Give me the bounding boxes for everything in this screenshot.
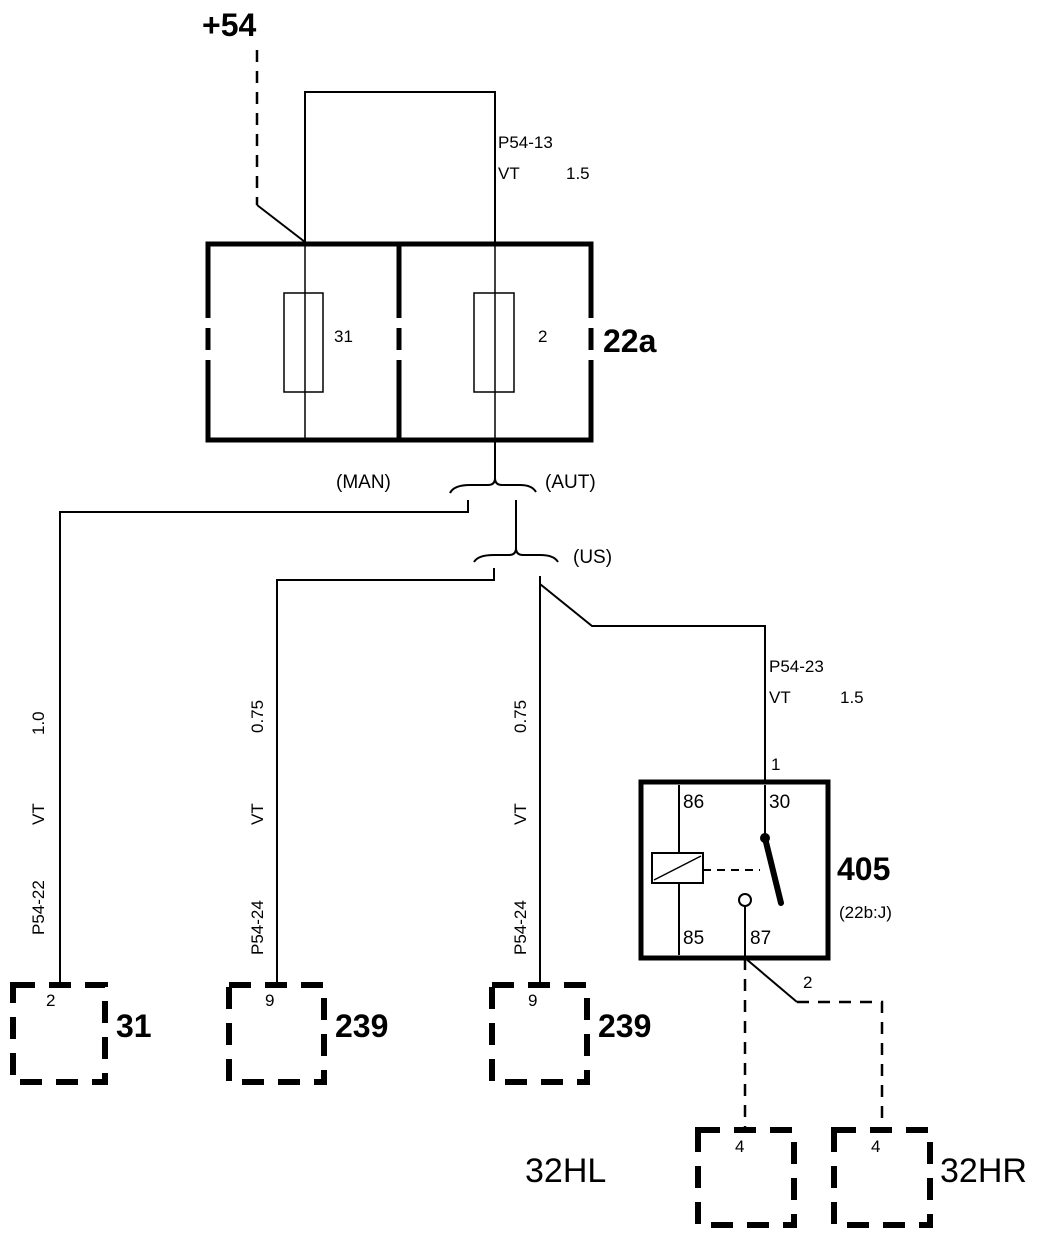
top-wire-size: 1.5 (566, 164, 590, 183)
option-us-label: (US) (573, 547, 612, 568)
connector-239-mid-id: 239 (335, 1008, 388, 1044)
relay-terminal-30: 30 (769, 792, 790, 813)
option-aut-label: (AUT) (545, 472, 596, 493)
fuse-2-number: 2 (538, 327, 547, 346)
option-brace-man-aut (449, 477, 537, 494)
relay-location: (22b:J) (839, 903, 892, 922)
fuse-box-id: 22a (603, 323, 657, 359)
relay-pin-in: 1 (771, 755, 780, 774)
connector-239-mid (226, 982, 327, 1085)
relay-pin-out: 2 (803, 973, 812, 992)
mid-wire-labels: P54-24 VT 0.75 (248, 700, 267, 955)
relay-terminal-86: 86 (683, 792, 704, 813)
left-wire-labels: P54-22 VT 1.0 (29, 711, 48, 935)
connector-32hr-id: 32HR (940, 1152, 1027, 1190)
mid-wire-color: VT (248, 803, 267, 825)
connector-239-right-pin: 9 (528, 991, 537, 1010)
left-wire-color: VT (29, 803, 48, 825)
right-wire-labels: P54-24 VT 0.75 (511, 700, 530, 955)
supply-diagonal-wire (256, 204, 306, 243)
option-man-label: (MAN) (336, 472, 391, 493)
connector-239-mid-pin: 9 (265, 991, 274, 1010)
connector-32hr-pin: 4 (871, 1137, 880, 1156)
connector-31-id: 31 (116, 1008, 152, 1044)
relay-coil-slash (653, 855, 702, 881)
connector-31-pin: 2 (46, 991, 55, 1010)
connector-32hl-id: 32HL (525, 1152, 606, 1190)
relay-switch-arm (762, 835, 784, 906)
relay-wire-code: P54-23 (769, 657, 824, 676)
relay-terminal-87: 87 (750, 928, 771, 949)
mid-wire-code: P54-24 (248, 900, 267, 955)
right-wire-size: 0.75 (511, 700, 530, 733)
connector-32hl (695, 1127, 797, 1228)
fuse-box-22a (205, 241, 594, 443)
connector-239-right-id: 239 (598, 1008, 651, 1044)
left-wire-code: P54-22 (29, 880, 48, 935)
output-32hr-wire (797, 1000, 884, 1130)
top-loop-wire (304, 91, 496, 242)
relay-405-box (638, 779, 831, 961)
connector-32hr (831, 1127, 933, 1228)
top-wire-color: VT (498, 164, 520, 183)
left-wire-size: 1.0 (29, 711, 48, 735)
relay-87-contact (738, 893, 752, 907)
relay-id: 405 (837, 851, 890, 887)
output-split-wire (744, 957, 798, 1003)
man-branch-wire (59, 500, 469, 982)
relay-feed-wire (539, 583, 766, 780)
fuse-2 (473, 292, 515, 393)
connector-31 (10, 982, 108, 1085)
mid-wire-size: 0.75 (248, 700, 267, 733)
connector-239-right (489, 982, 590, 1085)
fuse-31 (283, 292, 324, 393)
right-wire-code: P54-24 (511, 900, 530, 955)
fuse-31-number: 31 (334, 327, 353, 346)
option-brace-us (473, 547, 559, 563)
connector-32hl-pin: 4 (735, 1137, 744, 1156)
non-us-branch-wire (276, 568, 495, 985)
relay-wire-color: VT (769, 688, 791, 707)
top-wire-code: P54-13 (498, 133, 553, 152)
relay-wire-size: 1.5 (840, 688, 864, 707)
relay-terminal-85: 85 (683, 928, 704, 949)
supply-label: +54 (202, 7, 256, 43)
right-wire-color: VT (511, 803, 530, 825)
